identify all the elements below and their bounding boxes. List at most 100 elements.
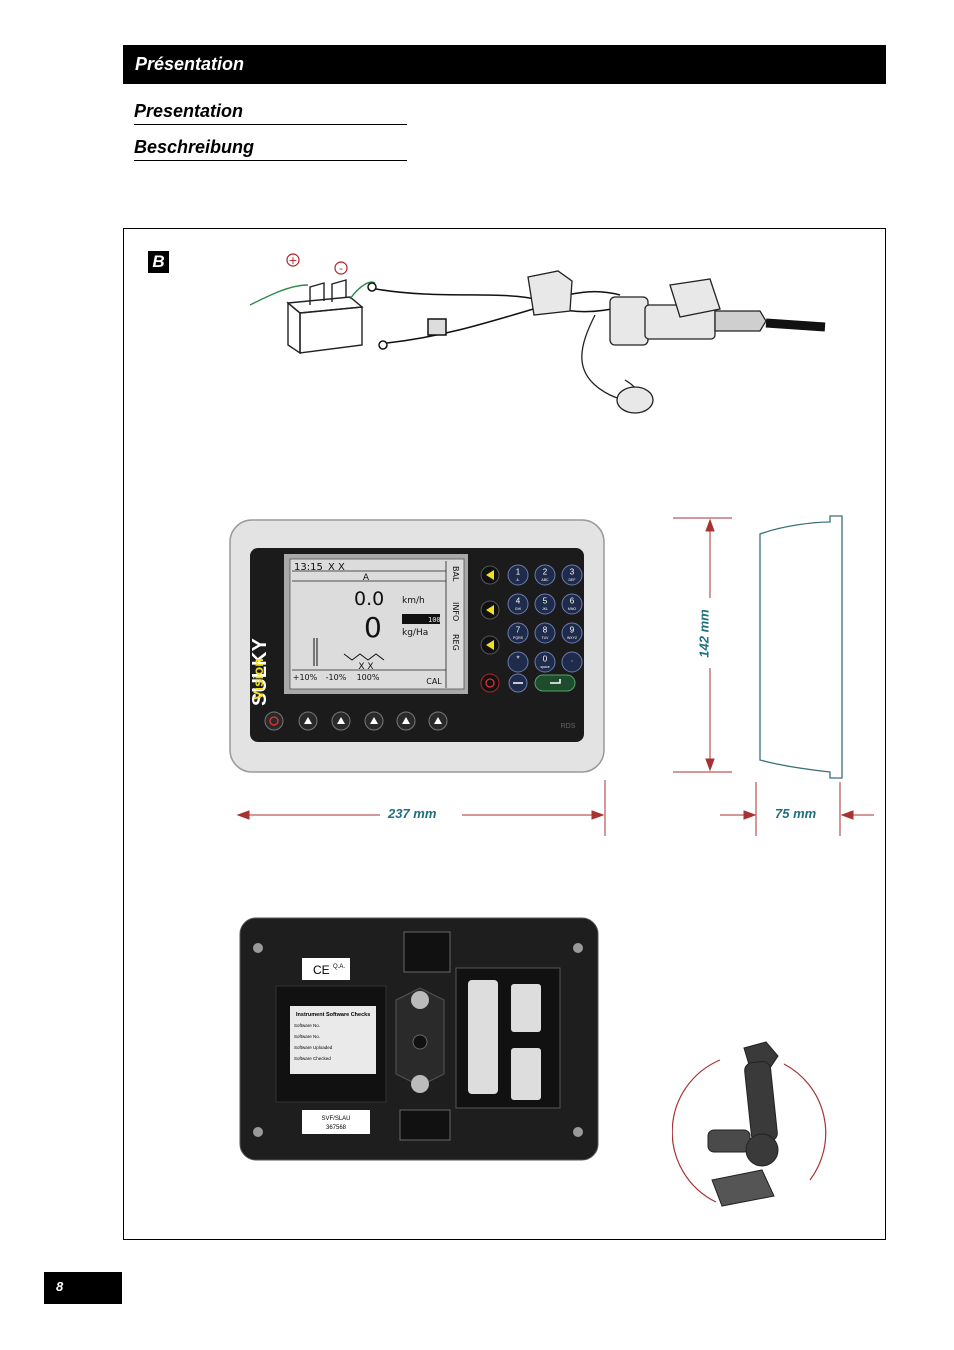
dimension-width: 237 mm [388, 806, 437, 821]
keypad-key-letters: space [540, 665, 549, 669]
keypad: 1&.2ABC3DEF4GHI5JKL6MNO7PQRS8TUV9WXYZ*0s… [507, 564, 583, 673]
main-connector [468, 980, 498, 1094]
lcd-rate-unit: kg/Ha [402, 628, 428, 638]
corner-badge: RDS [561, 723, 576, 730]
software-row-3: Software Uploaded [294, 1045, 333, 1050]
software-row-2: Software No. [294, 1034, 320, 1039]
keypad-key-letters: GHI [515, 607, 521, 611]
power-button[interactable] [264, 711, 284, 731]
lcd-softkey-2: -10% [326, 673, 347, 682]
bottom-softkey-2[interactable] [331, 711, 351, 731]
console-brand: SULKY [249, 638, 271, 706]
keypad-key-letters: ABC [541, 578, 549, 582]
lower-port [511, 1048, 541, 1100]
serial-line-2: 367568 [326, 1125, 347, 1131]
back-button[interactable] [508, 673, 528, 693]
lcd-time: 13:15 [294, 562, 323, 573]
upper-port [511, 984, 541, 1032]
lcd-rate-chip: 100 [428, 616, 441, 624]
ce-mark: CE [313, 963, 330, 977]
keypad-key-digit: * [516, 655, 519, 664]
lcd-mode: A [363, 573, 370, 583]
figure-label: B [148, 251, 169, 273]
battery-minus-text: - [339, 262, 343, 275]
side-softkey-1[interactable] [480, 565, 500, 585]
enter-button[interactable] [534, 674, 576, 692]
keypad-key-digit: 6 [570, 597, 575, 606]
software-card-title: Instrument Software Checks [296, 1012, 370, 1018]
lcd-bottom-x: X X [358, 662, 373, 672]
subheading-de: Beschreibung [134, 137, 407, 161]
side-softkeys [480, 565, 500, 693]
keypad-key-letters: &. [516, 578, 519, 582]
battery-plus-icon: + [286, 253, 300, 267]
serial-line-1: SVF/SLAU [321, 1116, 350, 1122]
lcd-side-tab-2: INFO [451, 602, 460, 621]
keypad-key-1[interactable]: 1&. [507, 564, 529, 586]
console-side-profile [759, 515, 843, 779]
lcd-screen: 13:15 X X A 0.0 km/h 0 100 kg/Ha X X +10… [284, 554, 468, 694]
dimension-height: 142 mm [696, 609, 712, 658]
header-bar: Présentation [123, 45, 886, 84]
power-socket-icon [527, 270, 826, 414]
power-button-right[interactable] [480, 673, 500, 693]
battery-icon [249, 279, 376, 355]
software-row-4: Software Checked [294, 1056, 331, 1061]
mounting-arm-icon [707, 1041, 779, 1207]
page-number-box: 8 [44, 1272, 122, 1304]
lcd-softkey-5: CAL [426, 677, 442, 686]
keypad-key-digit: 4 [516, 597, 521, 606]
keypad-key-letters: TUV [542, 636, 550, 640]
bottom-softkey-3[interactable] [364, 711, 384, 731]
lcd-side-tab-3: REG [451, 634, 460, 651]
keypad-key-digit: 7 [516, 626, 521, 635]
keypad-key-digit: 2 [543, 568, 548, 577]
keypad-key-letters: MNO [568, 607, 576, 611]
dimension-depth: 75 mm [775, 806, 817, 821]
lcd-rate-value: 0 [364, 611, 382, 644]
lcd-softkey-3: 100% [357, 673, 380, 682]
software-row-1: Software No. [294, 1023, 320, 1028]
figure-frame [123, 228, 886, 1240]
side-softkey-3[interactable] [480, 635, 500, 655]
bottom-softkey-4[interactable] [396, 711, 416, 731]
header-title: Présentation [135, 54, 245, 74]
keypad-key-digit: 5 [543, 597, 548, 606]
lcd-side-tab-1: BAL [451, 566, 460, 582]
lcd-softkey-labels: +10% -10% 100% CAL [293, 673, 443, 686]
keypad-key-digit: 1 [516, 568, 521, 577]
keypad-key-letters: DEF [569, 578, 576, 582]
console-front: SULKY Vision 13:15 X X A 0.0 km/h 0 100 … [229, 519, 605, 773]
spread-diagram-icon [313, 638, 385, 666]
bottom-buttons [264, 711, 448, 731]
keypad-key-digit: 0 [543, 655, 548, 664]
keypad-key-12[interactable]: . [561, 651, 583, 673]
power-wires [367, 282, 621, 350]
lcd-status: X X [328, 562, 345, 573]
lcd-speed-value: 0.0 [354, 588, 384, 610]
keypad-key-digit: 8 [543, 626, 548, 635]
lcd-speed-unit: km/h [402, 596, 425, 606]
mounting-arm [672, 1041, 827, 1207]
keypad-key-digit: 3 [570, 568, 575, 577]
side-softkey-2[interactable] [480, 600, 500, 620]
bottom-softkey-5[interactable] [428, 711, 448, 731]
keypad-key-letters: JKL [542, 607, 548, 611]
page-number: 8 [56, 1279, 64, 1294]
bottom-softkey-1[interactable] [298, 711, 318, 731]
qa-label: Q.A. [333, 964, 345, 970]
keypad-key-10[interactable]: * [507, 651, 529, 673]
power-cable-illustration: + - [249, 253, 826, 414]
keypad-key-digit: . [571, 655, 573, 664]
keypad-key-letters: WXYZ [567, 636, 578, 640]
mount-screws [253, 943, 583, 1137]
